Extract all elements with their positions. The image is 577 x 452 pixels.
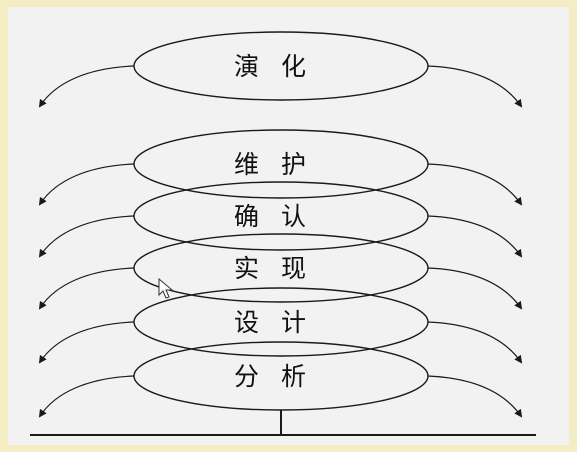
stage-analysis: 分析 <box>38 341 523 418</box>
fountain-arrow-left <box>38 215 135 258</box>
stage-label-implementation: 实现 <box>234 254 328 283</box>
mouse-pointer-icon <box>158 278 174 299</box>
fountain-model-diagram: 演化 维护 确认 实现 设计 <box>30 31 536 436</box>
fountain-arrow-right <box>427 163 523 206</box>
stage-validation: 确认 <box>38 181 523 258</box>
fountain-arrow-right <box>427 321 523 364</box>
stage-label-evolution: 演化 <box>234 52 328 81</box>
fountain-arrow-left <box>38 267 135 310</box>
stage-implementation: 实现 <box>38 233 523 310</box>
fountain-arrow-left <box>38 375 135 418</box>
stage-evolution: 演化 <box>38 31 523 108</box>
diagram-panel: 演化 维护 确认 实现 设计 <box>8 7 569 445</box>
fountain-arrow-left <box>38 65 135 108</box>
stage-label-design: 设计 <box>234 308 328 337</box>
stage-maintenance: 维护 <box>38 129 523 206</box>
fountain-arrow-right <box>427 215 523 258</box>
fountain-arrow-right <box>427 375 523 418</box>
fountain-arrow-left <box>38 163 135 206</box>
fountain-arrow-right <box>427 267 523 310</box>
stage-label-maintenance: 维护 <box>234 150 328 179</box>
fountain-arrow-right <box>427 65 523 108</box>
fountain-arrow-left <box>38 321 135 364</box>
stage-label-analysis: 分析 <box>234 362 328 391</box>
stage-design: 设计 <box>38 287 523 364</box>
stage-label-validation: 确认 <box>234 202 328 231</box>
